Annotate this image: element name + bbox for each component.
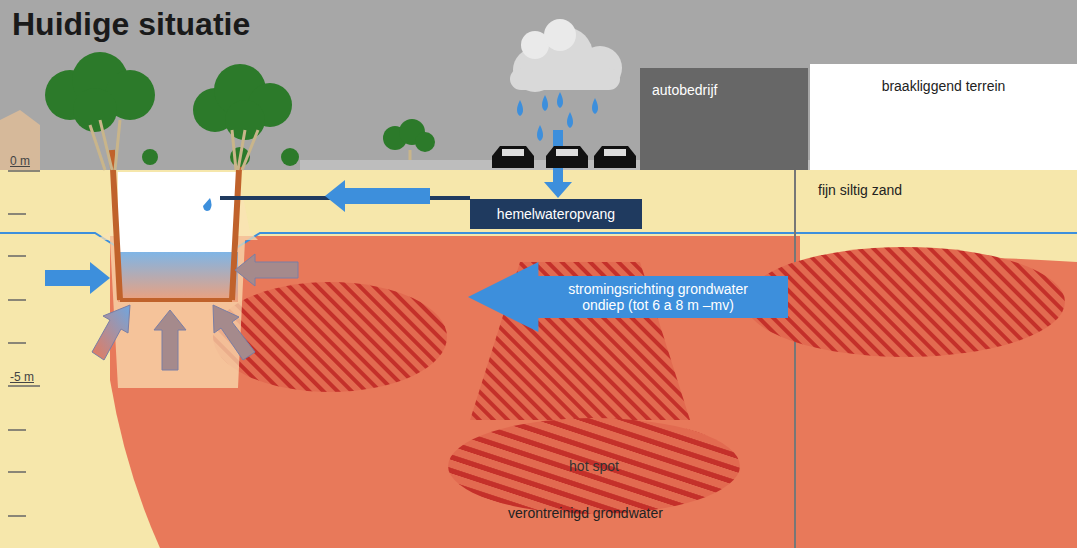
- node-text: hemelwateropvang: [497, 206, 615, 222]
- node-text: hot spot: [569, 458, 619, 474]
- depth-label: 0 m: [10, 154, 30, 168]
- node-text: autobedrijf: [652, 82, 717, 98]
- depth-label: -5 m: [10, 370, 34, 384]
- title: Huidige situatie: [12, 6, 250, 43]
- hotspot-ellipse: hot spot: [448, 418, 740, 514]
- soil-label: fijn siltig zand: [818, 182, 902, 198]
- arrow-outline: [468, 262, 788, 332]
- flow-arrow: stromingsrichting grondwater ondiep (tot…: [468, 262, 788, 332]
- building-box: autobedrijf: [640, 68, 808, 170]
- ellipse-outline: [448, 418, 740, 514]
- node-text: stromingsrichting grondwater ondiep (tot…: [548, 281, 768, 313]
- node-text: braakliggend terrein: [882, 78, 1006, 94]
- terrain-box: braakliggend terrein: [810, 64, 1077, 170]
- zone-label: verontreinigd grondwater: [508, 505, 663, 521]
- rainwater-box: hemelwateropvang: [470, 199, 642, 229]
